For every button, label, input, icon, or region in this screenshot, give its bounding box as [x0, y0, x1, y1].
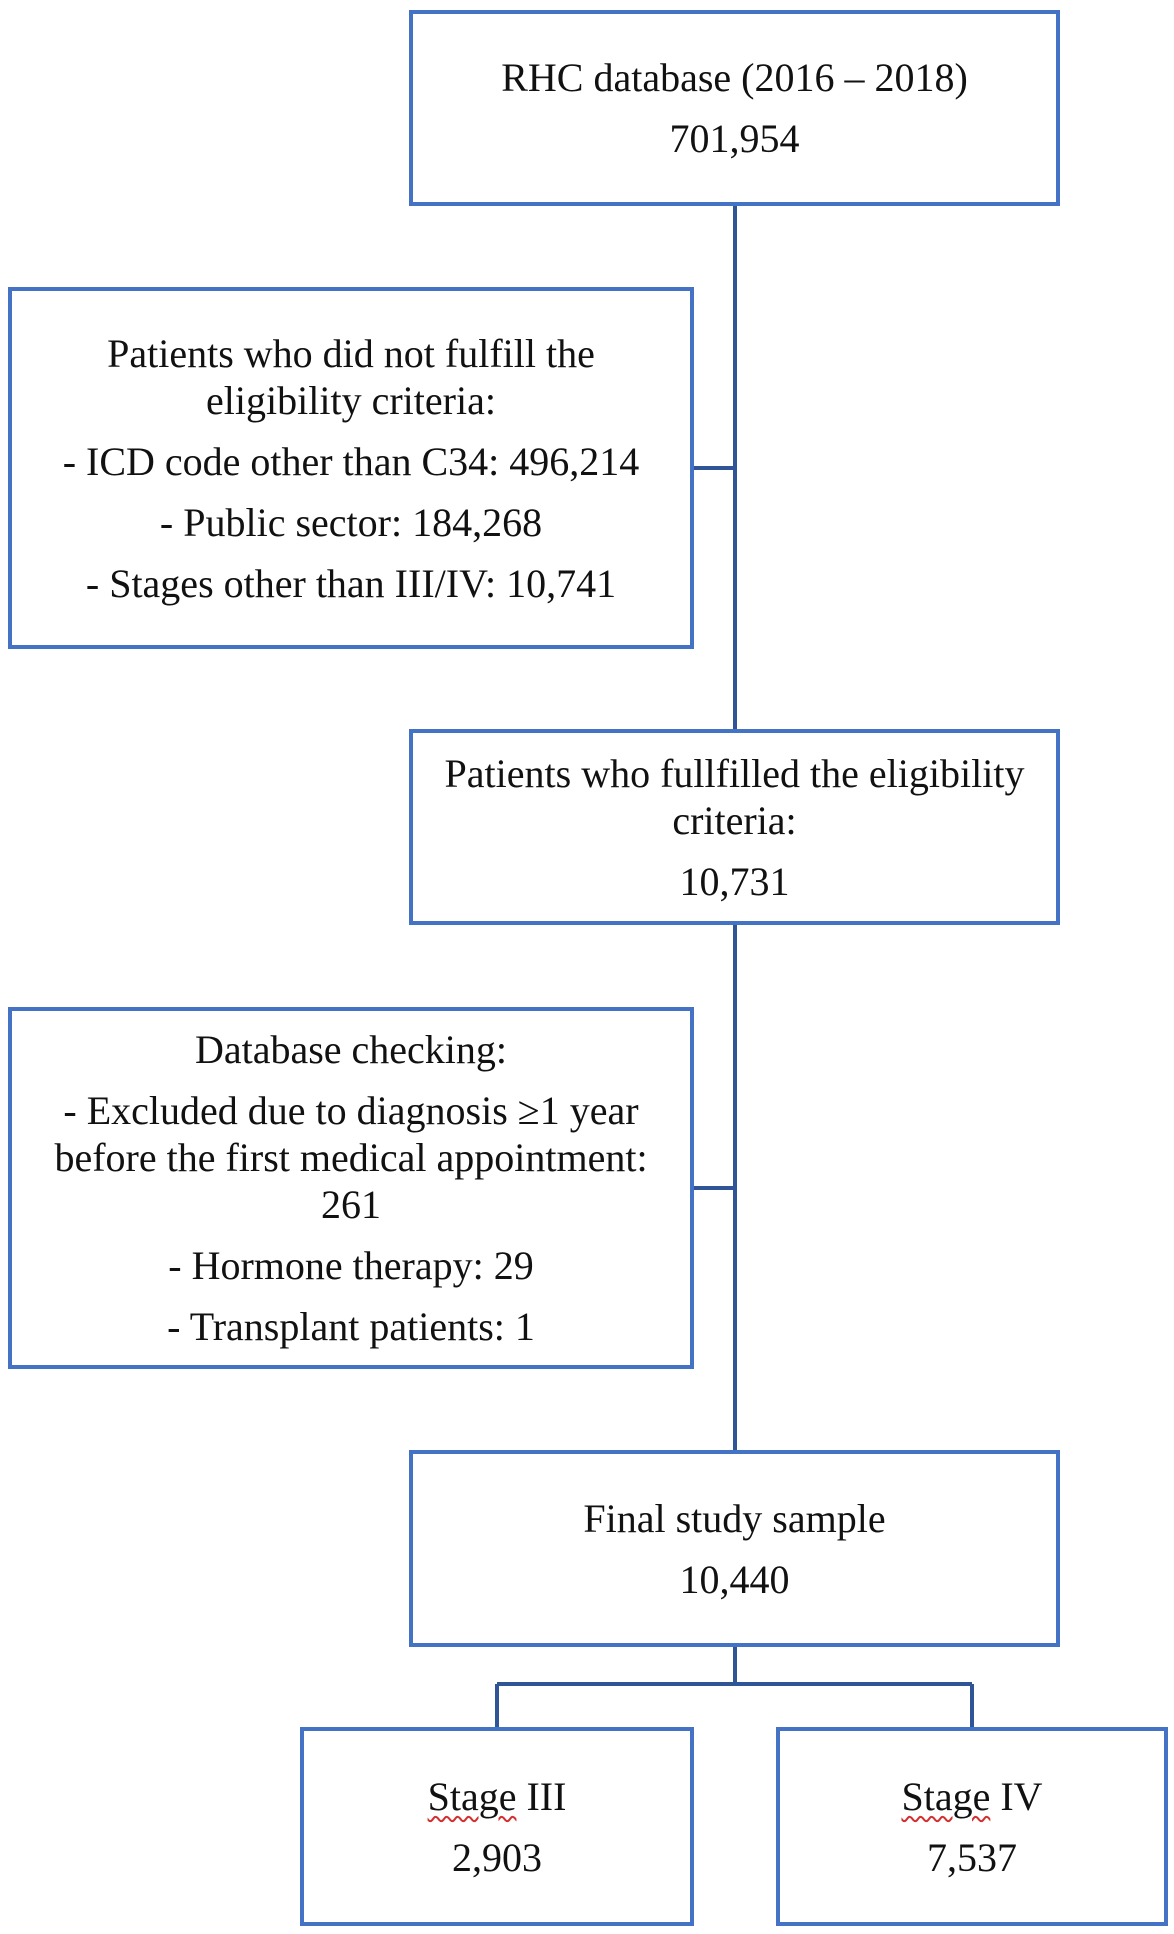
excluded-title-line2: eligibility criteria: — [206, 377, 496, 423]
database-box: RHC database (2016 – 2018) 701,954 — [409, 10, 1060, 206]
stage4-label: Stage IV — [901, 1773, 1042, 1820]
eligible-title-line2: criteria: — [672, 797, 797, 843]
final-count: 10,440 — [679, 1556, 790, 1602]
stage4-count: 7,537 — [927, 1834, 1017, 1880]
stage3-word: Stage — [427, 1773, 517, 1819]
excluded-item-public-sector: - Public sector: 184,268 — [159, 499, 543, 545]
excluded-eligibility-box: Patients who did not fulfill the eligibi… — [8, 287, 694, 649]
excluded-item-icd: - ICD code other than C34: 496,214 — [62, 438, 640, 484]
db-check-item1-line2: before the first medical appointment: — [54, 1135, 648, 1180]
final-title: Final study sample — [583, 1495, 886, 1541]
stage3-count: 2,903 — [452, 1834, 542, 1880]
eligible-title-line1: Patients who fullfilled the eligibility — [444, 750, 1025, 796]
db-check-box: Database checking: - Excluded due to dia… — [8, 1007, 694, 1369]
eligible-count: 10,731 — [679, 858, 790, 904]
db-check-item1-line3: 261 — [321, 1182, 381, 1227]
stage3-suffix: III — [516, 1773, 567, 1819]
db-check-item-hormone: - Hormone therapy: 29 — [168, 1243, 534, 1288]
stage3-label: Stage III — [428, 1773, 567, 1820]
stage4-box: Stage IV 7,537 — [776, 1727, 1168, 1926]
db-check-title: Database checking: — [194, 1027, 508, 1072]
stage4-suffix: IV — [990, 1773, 1043, 1819]
db-check-item-transplant: - Transplant patients: 1 — [167, 1304, 535, 1349]
stage3-box: Stage III 2,903 — [300, 1727, 694, 1926]
db-check-item1-line1: - Excluded due to diagnosis ≥1 year — [63, 1088, 639, 1133]
stage4-word: Stage — [901, 1773, 991, 1819]
final-sample-box: Final study sample 10,440 — [409, 1450, 1060, 1647]
database-count: 701,954 — [669, 116, 800, 161]
eligible-box: Patients who fullfilled the eligibility … — [409, 729, 1060, 925]
excluded-title-line1: Patients who did not fulfill the — [107, 330, 595, 376]
database-title: RHC database (2016 – 2018) — [501, 55, 968, 100]
excluded-item-stages: - Stages other than III/IV: 10,741 — [85, 560, 617, 606]
